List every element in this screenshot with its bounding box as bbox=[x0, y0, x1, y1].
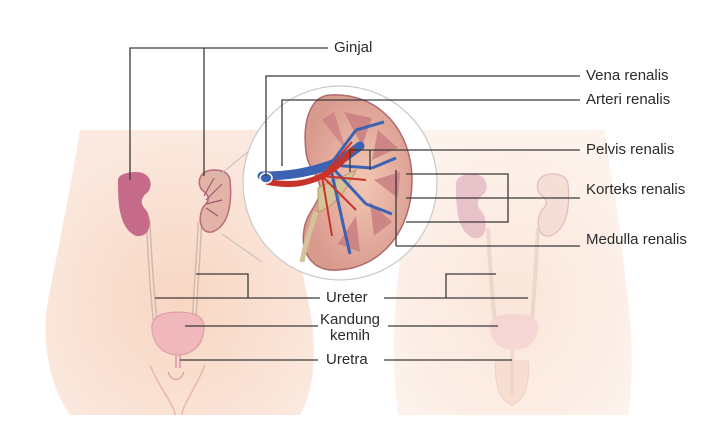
zoom-connector bbox=[215, 149, 263, 263]
leader-lines bbox=[129, 47, 580, 361]
label-medulla-renalis: Medulla renalis bbox=[586, 231, 687, 248]
label-pelvis-renalis: Pelvis renalis bbox=[586, 141, 675, 158]
label-ureter: Ureter bbox=[326, 289, 368, 306]
label-uretra: Uretra bbox=[326, 351, 368, 368]
label-kandung-kemih: Kandung kemih bbox=[319, 311, 381, 344]
kidney-cross-section bbox=[242, 85, 438, 281]
label-vena-renalis: Vena renalis bbox=[586, 67, 669, 84]
label-arteri-renalis: Arteri renalis bbox=[586, 91, 671, 108]
label-korteks-renalis: Korteks renalis bbox=[586, 181, 686, 198]
label-ginjal: Ginjal bbox=[334, 39, 373, 56]
